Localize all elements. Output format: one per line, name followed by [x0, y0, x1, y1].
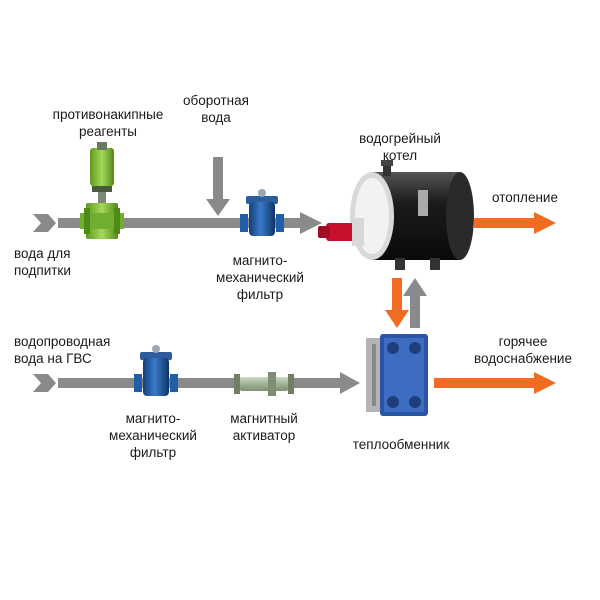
inlet-chevron-bottom [33, 374, 56, 392]
makeup-pipe-arrowhead [300, 212, 322, 234]
filter-bottom [134, 345, 178, 396]
circulation-water-arrow [206, 157, 230, 216]
heating-pipe [474, 212, 556, 234]
heat-exchanger-label: теплообменник [352, 437, 450, 452]
makeup-pipe-body [58, 218, 302, 228]
reagent-doser [80, 142, 124, 239]
burner [326, 223, 354, 241]
inlet-chevron-top [33, 214, 56, 232]
down-hot-arrow [392, 278, 402, 312]
makeup-pipe [33, 212, 322, 234]
tap-water-pipe [33, 372, 360, 394]
hot-water-pipe [434, 372, 556, 394]
heating-label: отопление [492, 190, 558, 205]
boiler [318, 160, 474, 270]
up-return-arrow [410, 294, 420, 328]
heat-exchanger [366, 334, 428, 416]
boiler-hx-arrows [385, 278, 427, 328]
magnetic-activator [234, 372, 294, 396]
filter-top [240, 189, 284, 236]
